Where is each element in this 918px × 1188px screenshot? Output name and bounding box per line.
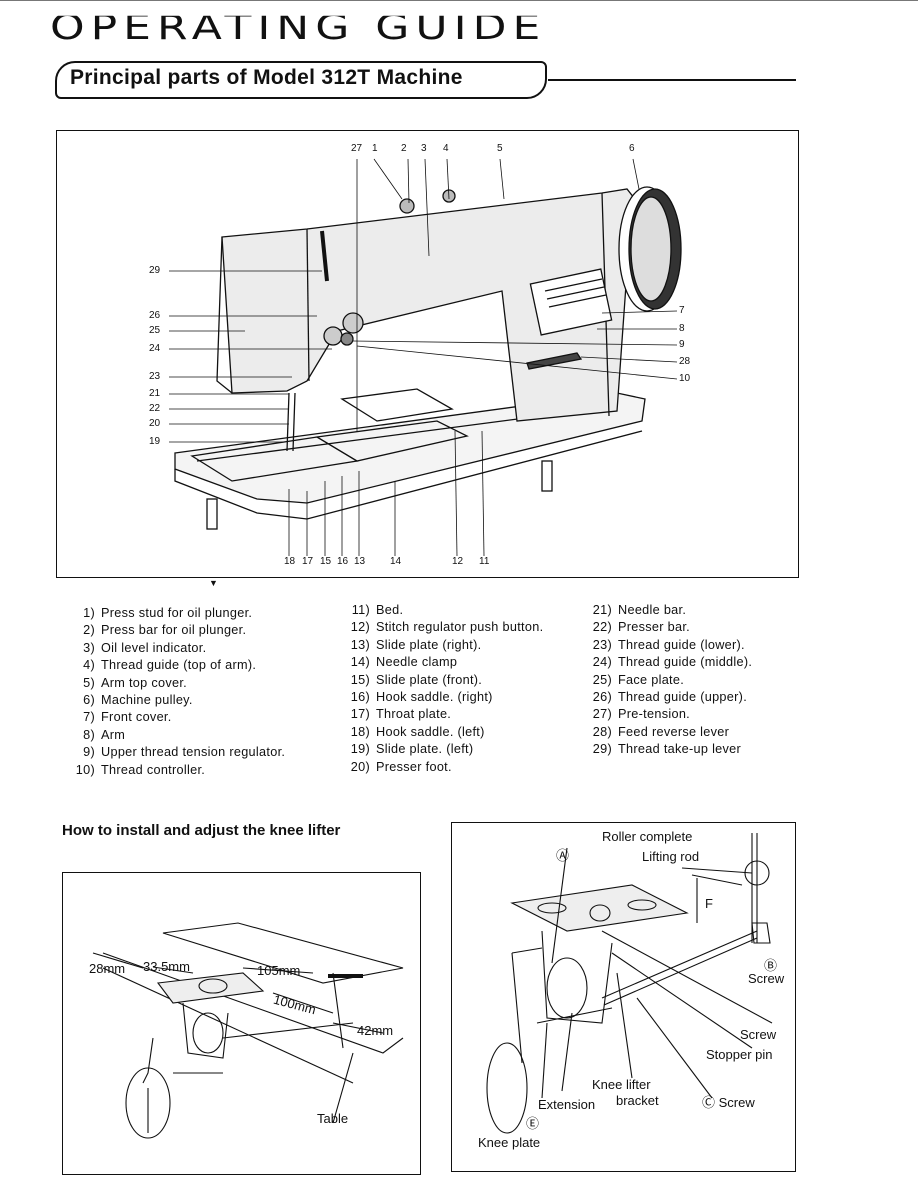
part-item: 25)Face plate. (592, 672, 685, 687)
part-item: 9)Upper thread tension regulator. (83, 745, 286, 760)
knee-lifter-parts-drawing (486, 833, 773, 1134)
part-item: 2)Press bar for oil plunger. (83, 623, 247, 638)
part-item: 14)Needle clamp (350, 655, 458, 670)
callout-24: 24 (149, 343, 161, 354)
machine-diagram: 27 1 2 3 4 5 6 29 26 25 24 23 21 22 20 1… (56, 130, 799, 578)
callout-4: 4 (443, 143, 449, 154)
knee-lifter-parts-figure: Roller complete Lifting rod Ⓐ F Ⓑ Screw … (451, 822, 796, 1172)
knee-lifter-label: Knee lifter (592, 1077, 651, 1092)
parts-column-3: 21)Needle bar. 22)Presser bar. 23)Thread… (582, 602, 752, 759)
part-item: 24)Thread guide (middle). (592, 655, 753, 670)
roller-label: Roller complete (602, 829, 693, 844)
part-item: 19)Slide plate. (left) (350, 742, 474, 757)
callout-12: 12 (452, 556, 464, 567)
bullet-mark: ▼ (209, 578, 218, 588)
callout-19: 19 (149, 436, 161, 447)
callout-14: 14 (390, 556, 402, 567)
section-title-frame (55, 61, 547, 99)
screw-label: Screw (740, 1027, 777, 1042)
callout-17: 17 (302, 556, 314, 567)
callout-29: 29 (149, 265, 161, 276)
callout-21: 21 (149, 388, 161, 399)
dim-33-5mm: 33.5mm (143, 959, 190, 974)
part-item: 21)Needle bar. (592, 603, 687, 617)
callout-22: 22 (149, 403, 161, 414)
parts-column-1: 1)Press stud for oil plunger. 2)Press ba… (75, 605, 285, 779)
stopper-pin-label: Stopper pin (706, 1047, 773, 1062)
part-item: 28)Feed reverse lever (592, 724, 730, 739)
section-title-rule (548, 79, 796, 81)
part-item: 5)Arm top cover. (83, 675, 187, 690)
marker-b: Ⓑ (764, 958, 778, 973)
callout-6: 6 (629, 143, 635, 154)
marker-a: Ⓐ (556, 848, 570, 863)
callout-8: 8 (679, 323, 685, 334)
callout-16: 16 (337, 556, 349, 567)
callout-28: 28 (679, 356, 691, 367)
callout-10: 10 (679, 373, 691, 384)
part-item: 20)Presser foot. (350, 759, 452, 774)
part-item: 29)Thread take-up lever (592, 742, 742, 757)
knee-lifter-dimension-drawing (92, 922, 404, 1139)
part-item: 4)Thread guide (top of arm). (83, 658, 257, 673)
marker-e: Ⓔ (526, 1116, 540, 1131)
callout-26: 26 (149, 310, 161, 321)
top-rule (0, 0, 918, 1)
dim-105mm: 105mm (257, 963, 301, 978)
section-title: Principal parts of Model 312T Machine (70, 66, 463, 89)
part-item: 7)Front cover. (83, 710, 172, 725)
part-item: 11)Bed. (351, 603, 404, 617)
callout-25: 25 (149, 325, 161, 336)
part-item: 22)Presser bar. (592, 620, 690, 635)
parts-column-2: 11)Bed. 12)Stitch regulator push button.… (340, 602, 543, 776)
part-item: 3)Oil level indicator. (83, 640, 207, 655)
callout-9: 9 (679, 339, 685, 350)
part-item: 12)Stitch regulator push button. (350, 620, 544, 635)
part-item: 17)Throat plate. (350, 707, 452, 722)
screw-b-label: Screw (748, 971, 785, 986)
callout-7: 7 (679, 305, 685, 316)
dimension-f: F (705, 896, 713, 911)
machine-drawing (169, 158, 682, 557)
callout-3: 3 (421, 143, 427, 154)
callout-20: 20 (149, 418, 161, 429)
part-item: 16)Hook saddle. (right) (350, 690, 493, 705)
part-item: 15)Slide plate (front). (350, 672, 483, 687)
guide-title: OPERATING GUIDE (50, 8, 547, 48)
screw-c-label: Ⓒ Screw (702, 1095, 755, 1110)
knee-lifter-title: How to install and adjust the knee lifte… (62, 822, 341, 839)
dim-42mm: 42mm (357, 1023, 394, 1038)
part-item: 18)Hook saddle. (left) (350, 724, 485, 739)
part-item: 6)Machine pulley. (83, 693, 193, 708)
part-item: 8)Arm (83, 727, 126, 742)
callout-15: 15 (320, 556, 332, 567)
knee-lifter-dimension-figure: 28mm 33.5mm 105mm 100mm 42mm Table (62, 872, 421, 1175)
lifting-rod-label: Lifting rod (642, 849, 700, 864)
part-item: 27)Pre-tension. (592, 707, 691, 722)
dim-28mm: 28mm (89, 961, 126, 976)
callout-27: 27 (351, 143, 363, 154)
table-label: Table (317, 1111, 349, 1126)
callout-13: 13 (354, 556, 366, 567)
knee-plate-label: Knee plate (478, 1135, 541, 1150)
callout-5: 5 (497, 143, 503, 154)
extension-label: Extension (538, 1097, 596, 1112)
callout-1: 1 (372, 143, 378, 154)
callout-11: 11 (479, 556, 490, 567)
part-item: 10)Thread controller. (75, 762, 206, 777)
part-item: 13)Slide plate (right). (350, 637, 482, 652)
part-item: 1)Press stud for oil plunger. (83, 606, 253, 620)
callout-23: 23 (149, 371, 161, 382)
part-item: 23)Thread guide (lower). (592, 637, 745, 652)
bracket-label: bracket (616, 1093, 659, 1108)
callout-18: 18 (284, 556, 296, 567)
part-item: 26)Thread guide (upper). (592, 690, 748, 705)
callout-2: 2 (401, 143, 407, 154)
